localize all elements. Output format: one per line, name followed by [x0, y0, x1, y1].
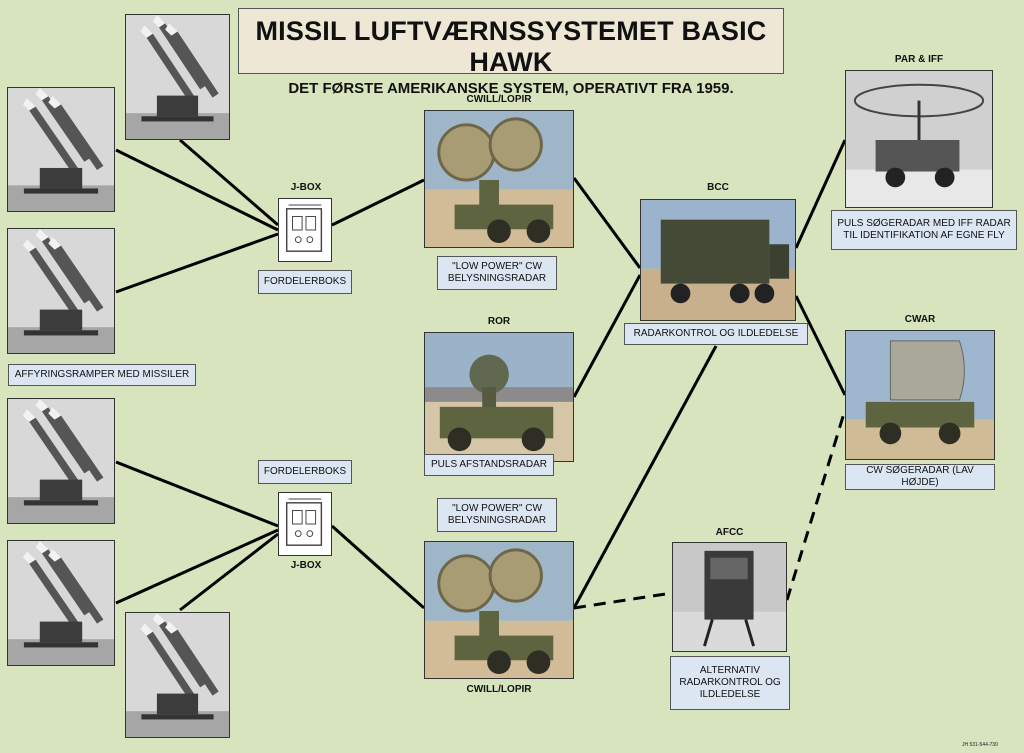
par-photo	[845, 70, 993, 208]
connector-line	[115, 528, 279, 605]
connector-line	[572, 345, 718, 609]
connector-line	[115, 232, 279, 294]
jbox-bottom-icon	[278, 492, 332, 556]
jbox-top-icon	[278, 198, 332, 262]
page-title: MISSIL LUFTVÆRNSSYSTEMET BASIC HAWK	[255, 16, 767, 77]
launcher-photo-6	[125, 612, 230, 738]
connector-line	[331, 178, 425, 227]
bcc-label: RADARKONTROL OG ILDLEDELSE	[624, 323, 808, 345]
par-label-line2: TIL IDENTIFIKATION AF EGNE FLY	[843, 230, 1005, 241]
afcc-label-line1: ALTERNATIV	[699, 665, 761, 676]
launcher-photo-1	[125, 14, 230, 140]
launcher-photo-4	[7, 398, 115, 524]
par-label-line1: PULS SØGERADAR MED IFF RADAR	[837, 218, 1011, 229]
ror-label: PULS AFSTANDSRADAR	[424, 454, 554, 476]
launchers-label: AFFYRINGSRAMPER MED MISSILER	[8, 364, 196, 386]
connector-line	[572, 177, 642, 269]
fordeler-top-label: FORDELERBOKS	[258, 270, 352, 294]
cw-bottom-label: "LOW POWER" CW BELYSNINGSRADAR	[437, 498, 557, 532]
connector-line	[572, 274, 642, 398]
fordeler-bottom-label: FORDELERBOKS	[258, 460, 352, 484]
par-label: PULS SØGERADAR MED IFF RADAR TIL IDENTIF…	[831, 210, 1017, 250]
title-box: MISSIL LUFTVÆRNSSYSTEMET BASIC HAWK DET …	[238, 8, 784, 97]
cw-bottom-label-line2: BELYSNINGSRADAR	[447, 515, 547, 526]
cwill-bottom-heading: CWILL/LOPIR	[466, 684, 532, 695]
connector-line	[115, 460, 279, 528]
page-subtitle: DET FØRSTE AMERIKANSKE SYSTEM, OPERATIVT…	[288, 80, 734, 97]
cwar-label: CW SØGERADAR (LAV HØJDE)	[845, 464, 995, 490]
afcc-label-line2: RADARKONTROL OG	[679, 677, 781, 688]
connector-line	[179, 532, 279, 612]
launcher-photo-2	[7, 87, 115, 212]
cwar-heading: CWAR	[904, 314, 936, 325]
footer-code: JH 531-544-730	[962, 742, 998, 748]
bcc-photo	[640, 199, 796, 321]
connector-line	[115, 148, 279, 232]
launcher-photo-5	[7, 540, 115, 666]
connector-line	[179, 138, 279, 227]
bcc-heading: BCC	[707, 182, 729, 193]
jbox-bottom-heading: J-BOX	[290, 560, 322, 571]
connector-line	[794, 295, 847, 396]
ror-photo	[424, 332, 574, 462]
connector-line	[794, 139, 847, 249]
afcc-label-line3: ILDLEDELSE	[699, 689, 761, 700]
cwill-bottom-photo	[424, 541, 574, 679]
cwill-top-heading: CWILL/LOPIR	[466, 94, 532, 105]
cw-bottom-label-line1: "LOW POWER" CW	[452, 503, 542, 514]
cw-top-label-line2: BELYSNINGSRADAR	[447, 273, 547, 284]
cwill-top-photo	[424, 110, 574, 248]
cw-top-label-line1: "LOW POWER" CW	[452, 261, 542, 272]
afcc-label: ALTERNATIV RADARKONTROL OG ILDLEDELSE	[670, 656, 790, 710]
connector-line	[331, 524, 425, 610]
cw-top-label: "LOW POWER" CW BELYSNINGSRADAR	[437, 256, 557, 290]
afcc-photo	[672, 542, 787, 652]
cwar-photo	[845, 330, 995, 460]
par-iff-heading: PAR & IFF	[894, 54, 944, 65]
ror-heading: ROR	[487, 316, 511, 327]
launcher-photo-3	[7, 228, 115, 354]
afcc-heading: AFCC	[715, 527, 744, 538]
dashed-connector-line	[785, 409, 847, 601]
dashed-connector-line	[573, 591, 673, 610]
jbox-top-heading: J-BOX	[290, 182, 322, 193]
